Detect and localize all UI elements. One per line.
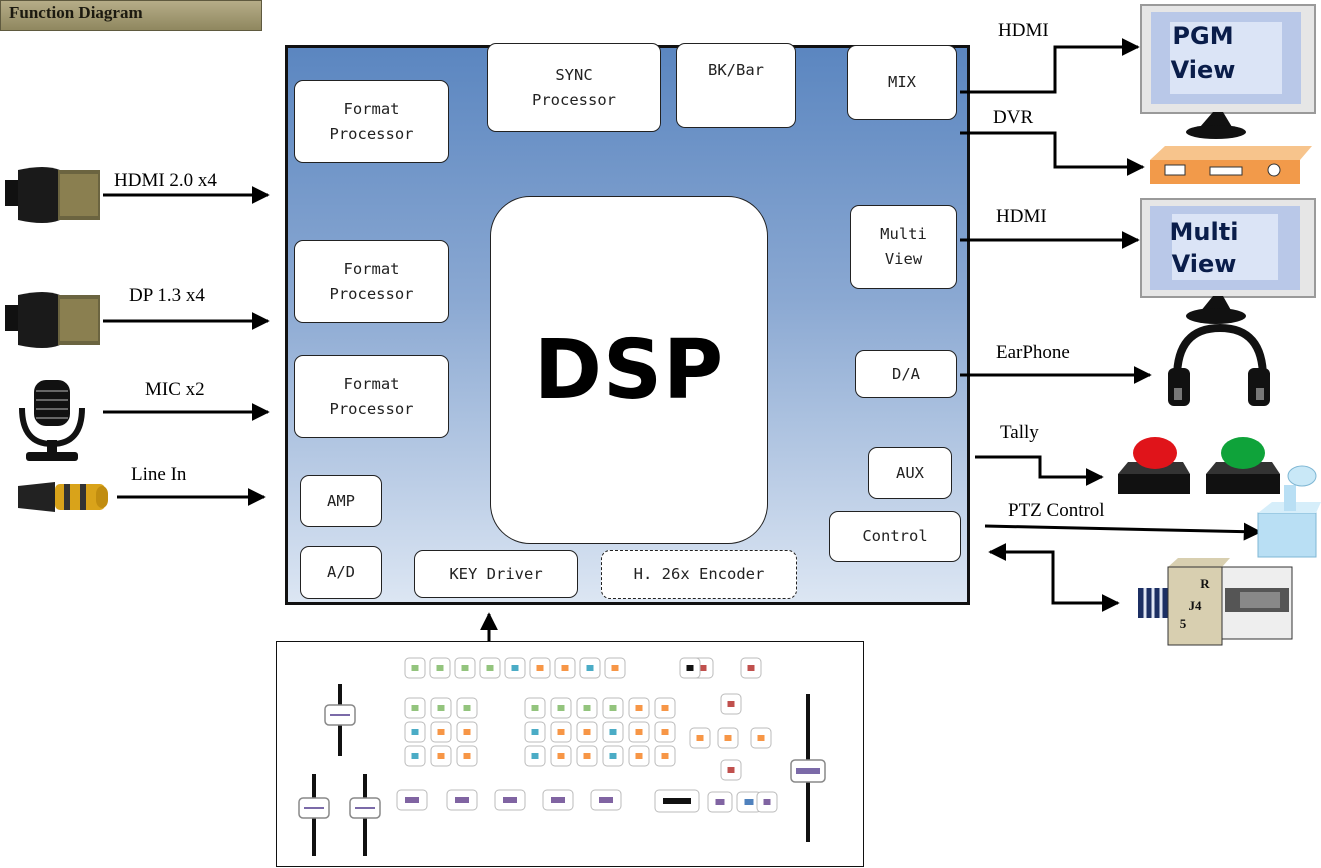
panel-key-indicator [557,705,565,711]
control-panel [276,641,864,867]
function-diagram-badge: Function Diagram [0,0,262,31]
panel-key-indicator [686,665,694,671]
panel-key-indicator [583,705,591,711]
tally-arrow [975,455,1104,486]
panel-key-indicator [437,729,445,735]
dsp-core: DSP [490,196,768,544]
panel-key-indicator [661,753,669,759]
format-processor-3: Format Processor [294,355,449,438]
panel-key-indicator [463,753,471,759]
hdmi-input-label: HDMI 2.0 x4 [114,170,217,191]
panel-key-indicator [531,729,539,735]
panel-key-indicator [635,705,643,711]
panel-key-indicator [727,767,735,773]
panel-key-indicator [609,753,617,759]
panel-key-indicator [503,797,517,803]
panel-key-indicator [486,665,494,671]
ad-block: A/D [300,546,382,599]
da-block: D/A [855,350,957,398]
panel-key-indicator [757,735,765,741]
multiview-hdmi-label: HDMI [996,206,1047,227]
panel-key-indicator [747,665,755,671]
ptz-arrow [984,522,1262,541]
control-panel-icon [298,657,826,856]
panel-key-indicator [536,665,544,671]
mix-block: MIX [847,45,957,120]
amp-block: AMP [300,475,382,527]
multiview-block: Multi View [850,205,957,289]
format-processor-2: Format Processor [294,240,449,323]
panel-key-indicator [661,705,669,711]
panel-key-indicator [557,753,565,759]
panel-key-indicator [744,799,754,805]
panel-key-indicator [699,665,707,671]
panel-key-indicator [611,665,619,671]
panel-key-indicator [551,797,565,803]
panel-key-indicator [561,665,569,671]
bk-bar-block: BK/Bar [676,43,796,128]
dvr-label: DVR [993,107,1034,128]
line-in-label: Line In [131,464,187,485]
panel-key-indicator [463,705,471,711]
mic-input-label: MIC x2 [145,379,205,400]
panel-key-indicator [586,665,594,671]
key-driver-block: KEY Driver [414,550,578,598]
dvr-arrow [960,131,1145,176]
panel-key-indicator [436,665,444,671]
panel-key-indicator [511,665,519,671]
panel-key-indicator [437,705,445,711]
panel-key-indicator [531,705,539,711]
panel-key-indicator [411,665,419,671]
tally-label: Tally [1000,422,1039,443]
panel-key-indicator [461,665,469,671]
format-processor-1: Format Processor [294,80,449,163]
rj45-bidirectional-arrow [988,543,1120,612]
panel-key-indicator [696,735,704,741]
panel-key-indicator [724,735,732,741]
sync-processor-block: SYNC Processor [487,43,661,132]
panel-key-indicator [663,798,691,804]
panel-key-indicator [727,701,735,707]
panel-key-indicator [763,799,771,805]
panel-key-indicator [531,753,539,759]
panel-key-indicator [557,729,565,735]
panel-key-indicator [463,729,471,735]
dp-input-label: DP 1.3 x4 [129,285,205,306]
panel-key-indicator [455,797,469,803]
ptz-control-label: PTZ Control [1008,500,1105,521]
panel-key-indicator [583,729,591,735]
panel-key-indicator [635,729,643,735]
panel-key-indicator [661,729,669,735]
panel-key-indicator [437,753,445,759]
panel-key-indicator [411,705,419,711]
panel-key-indicator [405,797,419,803]
panel-key-indicator [583,753,591,759]
control-block: Control [829,511,961,562]
panel-key-indicator [609,729,617,735]
pgm-hdmi-arrow [960,38,1140,94]
panel-key-indicator [599,797,613,803]
panel-key-indicator [715,799,725,805]
pgm-hdmi-label: HDMI [998,20,1049,41]
panel-key-indicator [411,753,419,759]
h26x-encoder-block: H. 26x Encoder [601,550,797,599]
panel-key-indicator [609,705,617,711]
aux-block: AUX [868,447,952,499]
earphone-label: EarPhone [996,342,1070,363]
panel-key-indicator [411,729,419,735]
panel-key-indicator [635,753,643,759]
